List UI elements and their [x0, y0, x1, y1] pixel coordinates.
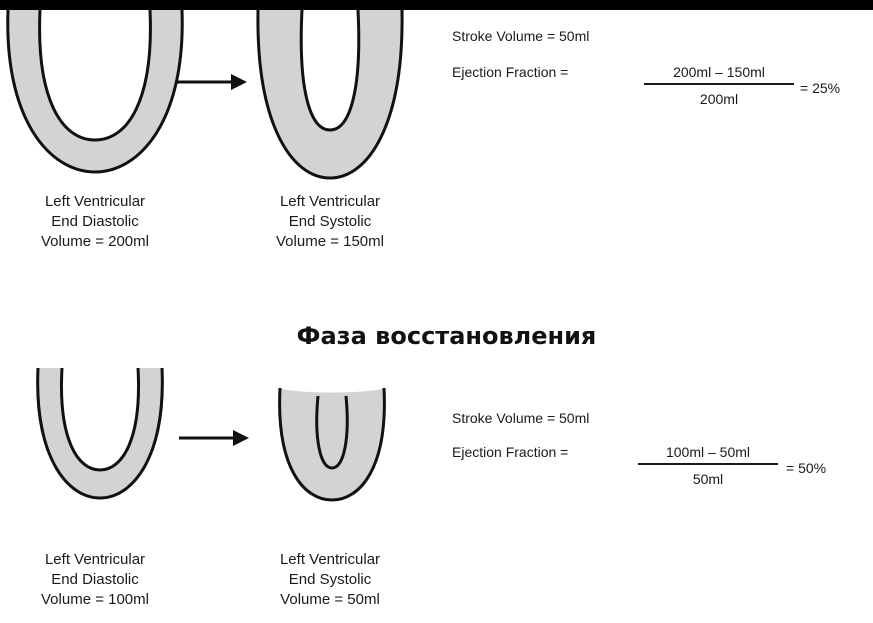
caption-line: Volume = 50ml	[230, 590, 430, 610]
ventricle-end-systolic-icon	[272, 358, 392, 508]
ejection-fraction-label: Ejection Fraction =	[452, 444, 568, 460]
caption-end-diastolic: Left Ventricular End Diastolic Volume = …	[0, 192, 195, 252]
caption-line: Left Ventricular	[230, 550, 430, 570]
arrow-right-icon	[175, 70, 250, 94]
panel-recovery: Left Ventricular End Diastolic Volume = …	[0, 358, 873, 623]
ventricle-end-systolic-icon	[250, 0, 410, 185]
section-heading: Фаза восстановления	[0, 322, 873, 350]
ventricle-end-diastolic-icon	[30, 358, 170, 508]
stroke-volume-text: Stroke Volume = 50ml	[452, 410, 589, 426]
caption-end-systolic: Left Ventricular End Systolic Volume = 1…	[230, 192, 430, 252]
ejection-fraction-fraction: 100ml – 50ml 50ml	[638, 444, 778, 487]
panel-normal: Left Ventricular End Diastolic Volume = …	[0, 0, 873, 290]
fraction-numerator: 100ml – 50ml	[638, 444, 778, 465]
ejection-fraction-result: = 50%	[786, 460, 826, 476]
ejection-fraction-result: = 25%	[800, 80, 840, 96]
caption-line: End Systolic	[230, 212, 430, 232]
arrow-right-icon	[177, 426, 252, 450]
stroke-volume-text: Stroke Volume = 50ml	[452, 28, 589, 44]
caption-line: Left Ventricular	[230, 192, 430, 212]
formula-block: Stroke Volume = 50ml Ejection Fraction =…	[452, 410, 862, 510]
caption-line: End Systolic	[230, 570, 430, 590]
fraction-denominator: 50ml	[638, 465, 778, 487]
caption-line: End Diastolic	[0, 570, 195, 590]
caption-end-diastolic: Left Ventricular End Diastolic Volume = …	[0, 550, 195, 610]
ejection-fraction-fraction: 200ml – 150ml 200ml	[644, 64, 794, 107]
ventricle-end-diastolic-icon	[0, 0, 190, 185]
fraction-denominator: 200ml	[644, 85, 794, 107]
ejection-fraction-label: Ejection Fraction =	[452, 64, 568, 80]
caption-line: Volume = 150ml	[230, 232, 430, 252]
caption-line: End Diastolic	[0, 212, 195, 232]
caption-line: Volume = 100ml	[0, 590, 195, 610]
formula-block: Stroke Volume = 50ml Ejection Fraction =…	[452, 28, 862, 128]
caption-line: Left Ventricular	[0, 192, 195, 212]
caption-line: Volume = 200ml	[0, 232, 195, 252]
caption-line: Left Ventricular	[0, 550, 195, 570]
caption-end-systolic: Left Ventricular End Systolic Volume = 5…	[230, 550, 430, 610]
fraction-numerator: 200ml – 150ml	[644, 64, 794, 85]
